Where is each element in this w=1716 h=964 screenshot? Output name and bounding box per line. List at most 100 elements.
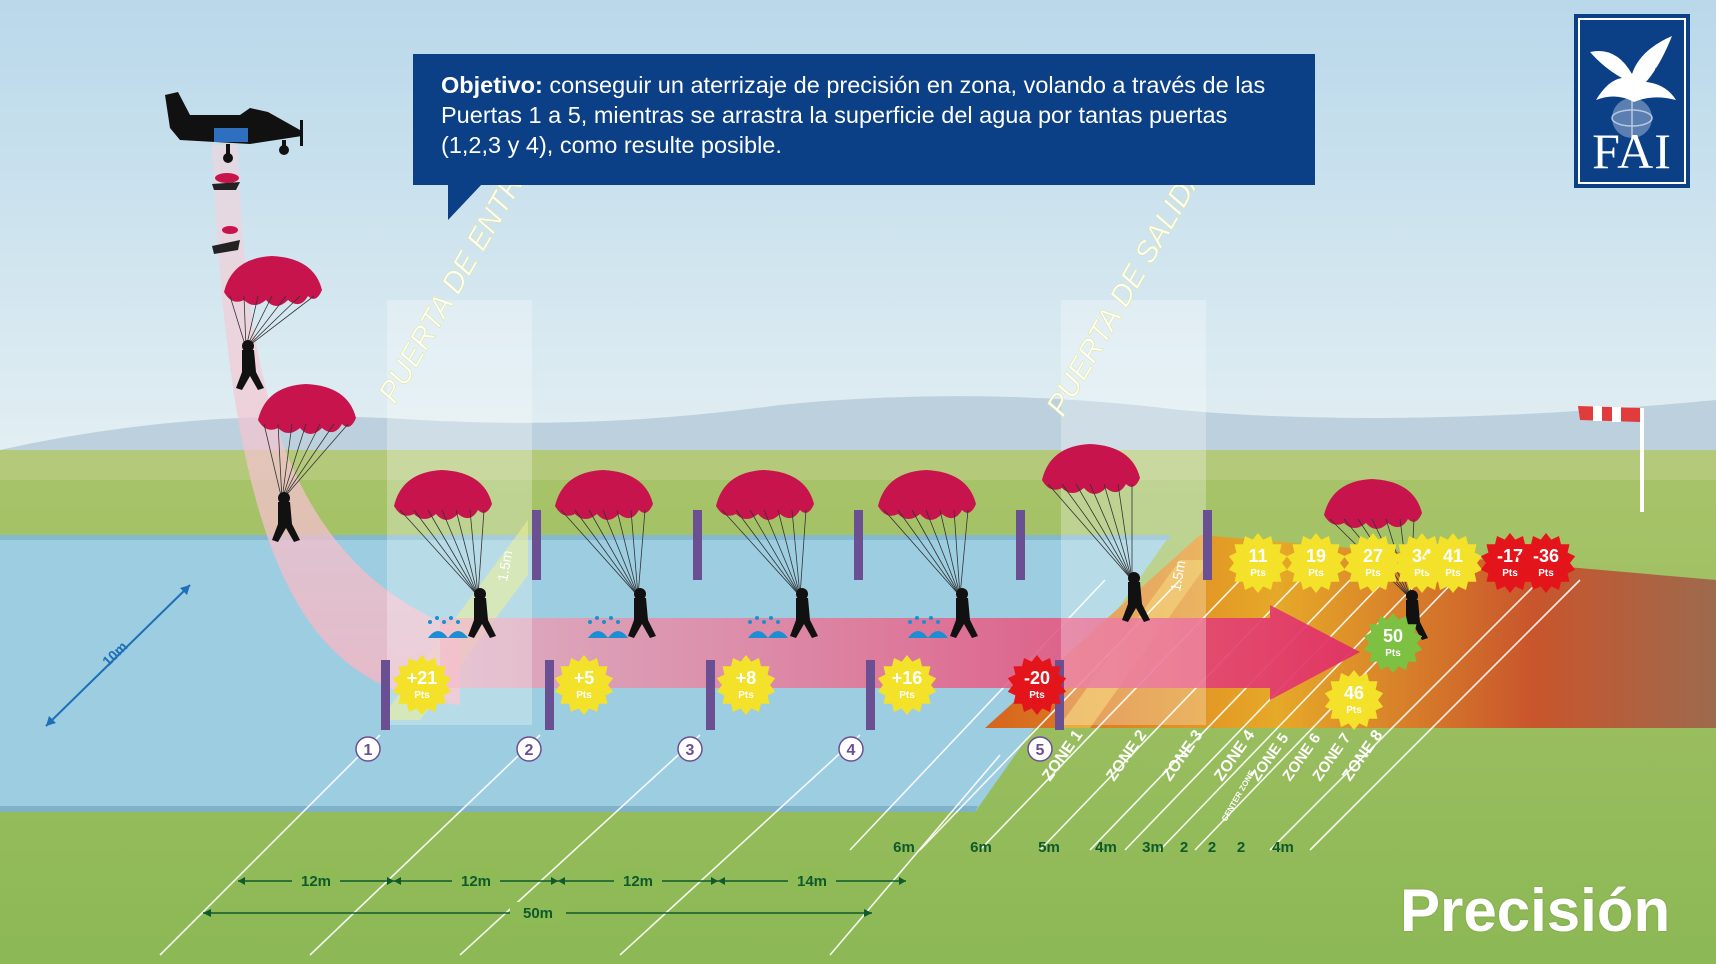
zone-points-badge-center-shape xyxy=(1363,613,1423,673)
gate-number-label: 1 xyxy=(364,742,373,759)
gate-points-badge-value: +21 xyxy=(407,668,438,688)
parachutist-icon xyxy=(878,470,978,638)
parachutist-icon xyxy=(1042,444,1150,622)
water-splash-icon xyxy=(748,616,788,638)
total-length-dimension xyxy=(203,902,872,922)
zone-points-badge-unit: Pts xyxy=(1445,568,1461,579)
skim-arrow xyxy=(440,605,1360,700)
gate-points-badge-value: +8 xyxy=(736,668,757,688)
zone-points-badge-value: -36 xyxy=(1533,546,1559,566)
zone-points-badge-value: 11 xyxy=(1248,546,1267,566)
gate-points-badge-value: -20 xyxy=(1024,668,1050,688)
gate-points-badge-shape xyxy=(1007,655,1067,715)
gate-points-badge-shape xyxy=(716,655,776,715)
gate-points-badge-unit: Pts xyxy=(1029,690,1045,701)
gate-number-label: 3 xyxy=(686,742,695,759)
gate-posts xyxy=(381,510,1212,730)
dimension-label: 2 xyxy=(1208,839,1216,856)
gate-number-1: 1 xyxy=(355,736,381,762)
gate-number-2: 2 xyxy=(516,736,542,762)
gate-spacing-dimension xyxy=(558,870,718,890)
fai-logo: FAI xyxy=(1574,14,1690,188)
zone-points-badge-shape xyxy=(1343,533,1403,593)
zone-points-badge-shape xyxy=(1286,533,1346,593)
zone-points-badge-center-unit: Pts xyxy=(1385,648,1401,659)
callout-tail xyxy=(448,184,482,220)
dimension-label: 3m xyxy=(1142,839,1164,856)
gate-spacing-dimension xyxy=(394,870,558,890)
zone-points-badge-value: 27 xyxy=(1363,546,1383,566)
windsock-icon xyxy=(1578,406,1644,512)
dimension-label: 2 xyxy=(1180,839,1188,856)
objective-title: Objetivo: xyxy=(441,72,543,98)
exit-gate-panel xyxy=(1061,300,1206,725)
zone-points-badge-shape xyxy=(1423,533,1483,593)
water-splash-icon xyxy=(588,616,628,638)
dimension-label: 12m xyxy=(623,873,653,890)
gate-points-badge-unit: Pts xyxy=(576,690,592,701)
zone-points-badge-value: 41 xyxy=(1443,546,1463,566)
freefall-jumper-icon xyxy=(212,173,240,254)
water-splash-icon xyxy=(428,616,468,638)
zone-points-badge-value: -17 xyxy=(1497,546,1523,566)
zone-points-badge-46-unit: Pts xyxy=(1346,705,1362,716)
gate-number-3: 3 xyxy=(677,736,703,762)
gate-points-badge-shape xyxy=(877,655,937,715)
parachutist-icon xyxy=(555,470,656,638)
dimension-label: 14m xyxy=(797,873,827,890)
dimension-label: 6m xyxy=(893,839,915,856)
gate-points-badge-value: +16 xyxy=(892,668,923,688)
objective-callout: Objetivo: conseguir un aterrizaje de pre… xyxy=(413,54,1315,185)
aircraft-icon xyxy=(165,92,303,163)
distant-hills xyxy=(0,396,1716,460)
gate-number-label: 5 xyxy=(1036,742,1045,759)
pond-front-edge xyxy=(0,806,978,812)
dimension-label: 4m xyxy=(1095,839,1117,856)
gate-height-label-entry: 1.5m xyxy=(494,549,515,582)
objective-text: conseguir un aterrizaje de precisión en … xyxy=(441,72,1266,158)
gate-number-5: 5 xyxy=(1027,736,1053,762)
gate-number-4: 4 xyxy=(838,736,864,762)
zone-points-badge-center-value: 50 xyxy=(1383,626,1403,646)
dimension-label: 2 xyxy=(1237,839,1245,856)
dimension-label: 12m xyxy=(301,873,331,890)
parachutist-icon xyxy=(224,256,322,390)
dimension-label: 4m xyxy=(1272,839,1294,856)
dimension-label: 50m xyxy=(523,905,553,922)
gate-points-badge-unit: Pts xyxy=(738,690,754,701)
zone-points-badge-unit: Pts xyxy=(1365,568,1381,579)
zone-points-badge-value: 19 xyxy=(1306,546,1326,566)
gate-points-badge-unit: Pts xyxy=(899,690,915,701)
parachutist-icon xyxy=(1324,479,1428,640)
zone-points-badge-value: 34 xyxy=(1412,546,1432,566)
zone-points-badge-unit: Pts xyxy=(1538,568,1554,579)
dimension-label: 12m xyxy=(461,873,491,890)
parachutist-icon xyxy=(394,470,496,638)
gate-points-badge-value: +5 xyxy=(574,668,595,688)
pond-shore xyxy=(0,535,1170,540)
parachutist-icon xyxy=(258,384,356,542)
zone-points-badge-unit: Pts xyxy=(1414,568,1430,579)
gate-points-badge-unit: Pts xyxy=(414,690,430,701)
zone-points-badge-46-value: 46 xyxy=(1344,683,1364,703)
gate-number-label: 2 xyxy=(525,742,534,759)
zone-points-badge-shape xyxy=(1516,533,1576,593)
fai-logo-text: FAI xyxy=(1592,123,1672,179)
gate-points-badge-shape xyxy=(392,655,452,715)
zone-points-badge-unit: Pts xyxy=(1250,568,1266,579)
zone-points-badge-unit: Pts xyxy=(1502,568,1518,579)
water-splash-icon xyxy=(908,616,948,638)
gate-height-label-exit: 1.5m xyxy=(1167,559,1188,592)
dimension-label: 6m xyxy=(970,839,992,856)
eagle-globe-icon xyxy=(1590,36,1676,138)
